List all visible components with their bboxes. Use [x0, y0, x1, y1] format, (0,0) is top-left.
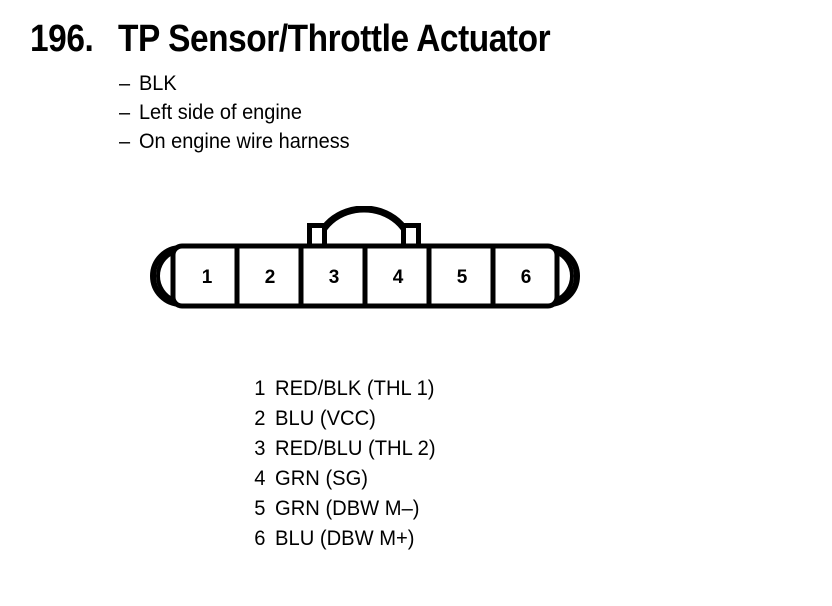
note-item: – BLK [119, 69, 350, 98]
pin-legend: 1 RED/BLK (THL 1) 2 BLU (VCC) 3 RED/BLU … [252, 374, 443, 554]
page-title-text: TP Sensor/Throttle Actuator [117, 18, 551, 60]
pin-number: 6 [254, 527, 266, 550]
pin-number: 5 [254, 497, 266, 520]
pin-legend-row: 4 GRN (SG) [252, 464, 436, 494]
pin-legend-row: 5 GRN (DBW M–) [252, 494, 436, 524]
pin-description: BLU (DBW M+) [275, 527, 415, 550]
cavity-label-1: 1 [202, 267, 213, 288]
notes-list: – BLK – Left side of engine – On engine … [119, 69, 362, 156]
note-item-label: BLK [138, 72, 177, 95]
pin-number: 4 [254, 467, 266, 490]
note-dash-icon: – [119, 101, 131, 124]
pin-number: 3 [254, 437, 266, 460]
cavity-label-5: 5 [457, 267, 468, 288]
connector-diagram: 1 2 3 4 5 6 [140, 206, 610, 326]
pin-number: 1 [254, 377, 266, 400]
pin-description: BLU (VCC) [275, 407, 376, 430]
pin-description: GRN (SG) [275, 467, 368, 490]
pin-description: RED/BLU (THL 2) [275, 437, 436, 460]
note-dash-icon: – [119, 130, 131, 153]
note-item-label: Left side of engine [138, 101, 303, 124]
pin-legend-row: 2 BLU (VCC) [252, 404, 436, 434]
note-item: – Left side of engine [119, 98, 350, 127]
pin-legend-row: 6 BLU (DBW M+) [252, 524, 436, 554]
note-item-label: On engine wire harness [138, 130, 350, 153]
note-item: – On engine wire harness [119, 127, 350, 156]
page-title-number: 196. [30, 18, 94, 60]
pin-description: GRN (DBW M–) [275, 497, 420, 520]
note-dash-icon: – [119, 72, 131, 95]
cavity-label-4: 4 [393, 267, 404, 288]
connector-svg: 1 2 3 4 5 6 [150, 206, 580, 309]
pin-description: RED/BLK (THL 1) [275, 377, 435, 400]
pin-number: 2 [254, 407, 266, 430]
page-title: 196. TP Sensor/Throttle Actuator [30, 18, 609, 61]
pin-legend-row: 1 RED/BLK (THL 1) [252, 374, 436, 404]
connector-right-endcap-arc [555, 250, 574, 302]
cavity-label-2: 2 [265, 267, 276, 288]
cavity-label-6: 6 [521, 267, 532, 288]
cavity-label-3: 3 [329, 267, 340, 288]
connector-left-endcap-arc [156, 250, 175, 302]
pin-legend-row: 3 RED/BLU (THL 2) [252, 434, 436, 464]
